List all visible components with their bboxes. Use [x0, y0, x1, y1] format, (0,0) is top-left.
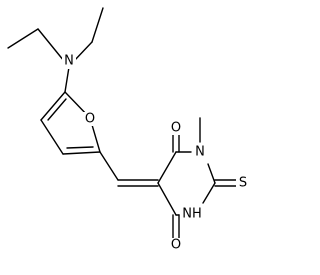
molecule-structure-diagram: N O O N S NH O	[7, 7, 250, 253]
atom-amine-nitrogen-label: N	[64, 54, 74, 69]
bond-n1-c2	[207, 163, 216, 184]
atom-carbonyl-oxygen-bottom-label: O	[171, 238, 181, 253]
atom-labels-layer: N O O N S NH O	[62, 54, 250, 253]
atom-thione-sulfur: S	[236, 176, 250, 191]
atom-carbonyl-oxygen-top: O	[169, 121, 183, 136]
atom-thione-sulfur-label: S	[239, 176, 247, 191]
atom-amine-nitrogen: N	[62, 54, 76, 69]
bond-c5-c6	[157, 151, 177, 184]
atom-ring-nitrogen-methyl: N	[193, 144, 207, 160]
atom-ring-nitrogen-h-label: NH	[182, 207, 202, 222]
bonds-layer	[7, 7, 238, 239]
atom-carbonyl-oxygen-bottom: O	[169, 238, 183, 253]
bond-ethyl-left-terminal	[7, 28, 39, 49]
atom-furan-oxygen-label: O	[85, 112, 95, 127]
bond-furan-c3-c4	[40, 119, 64, 155]
bond-furan-c2-c3-inner	[66, 146, 94, 149]
bond-furan-c2-methine	[99, 151, 119, 181]
bond-n-furan-c5	[64, 66, 70, 93]
bond-furan-c4-c5-inner	[47, 98, 67, 121]
atom-carbonyl-oxygen-top-label: O	[171, 121, 181, 136]
atom-ring-nitrogen-h: NH	[180, 206, 204, 222]
bond-ethyl-left-ch2-n	[37, 28, 65, 62]
bond-ethyl-right-terminal	[91, 7, 104, 43]
atom-furan-oxygen: O	[83, 112, 97, 127]
bond-c2-n3	[202, 182, 216, 204]
atom-ring-nitrogen-methyl-label: N	[195, 145, 205, 160]
bond-c4-c5	[157, 182, 177, 216]
bond-ethyl-right-ch2-n	[73, 41, 93, 62]
bond-furan-c2-c3	[62, 151, 101, 155]
bond-furan-c4-c5	[40, 91, 66, 121]
